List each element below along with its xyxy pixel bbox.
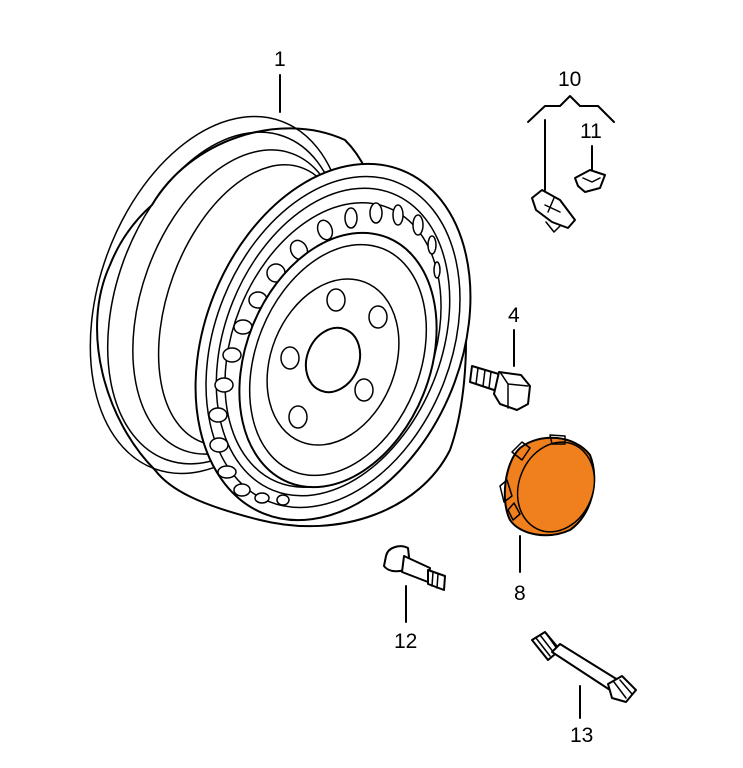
part-4-wheel-bolt[interactable] [469,365,531,411]
hub-cap-face [516,441,596,533]
callout-12: 12 [394,630,417,653]
part-12-tire-valve[interactable] [383,545,446,591]
callout-10: 10 [558,68,581,91]
part-8-hub-cap[interactable] [499,430,608,543]
bolt-holes [280,288,388,429]
part-10-balance-weight[interactable] [531,189,576,233]
callout-11: 11 [580,120,602,143]
leader-lines [279,74,615,719]
callout-1: 1 [274,48,286,71]
part-13-valve-extension[interactable] [531,631,637,703]
callout-13: 13 [570,724,593,747]
part-11-balance-weight-clip[interactable] [574,169,606,193]
part-1-steel-wheel[interactable] [44,81,521,562]
callout-8: 8 [514,582,526,605]
callout-4: 4 [508,304,520,327]
